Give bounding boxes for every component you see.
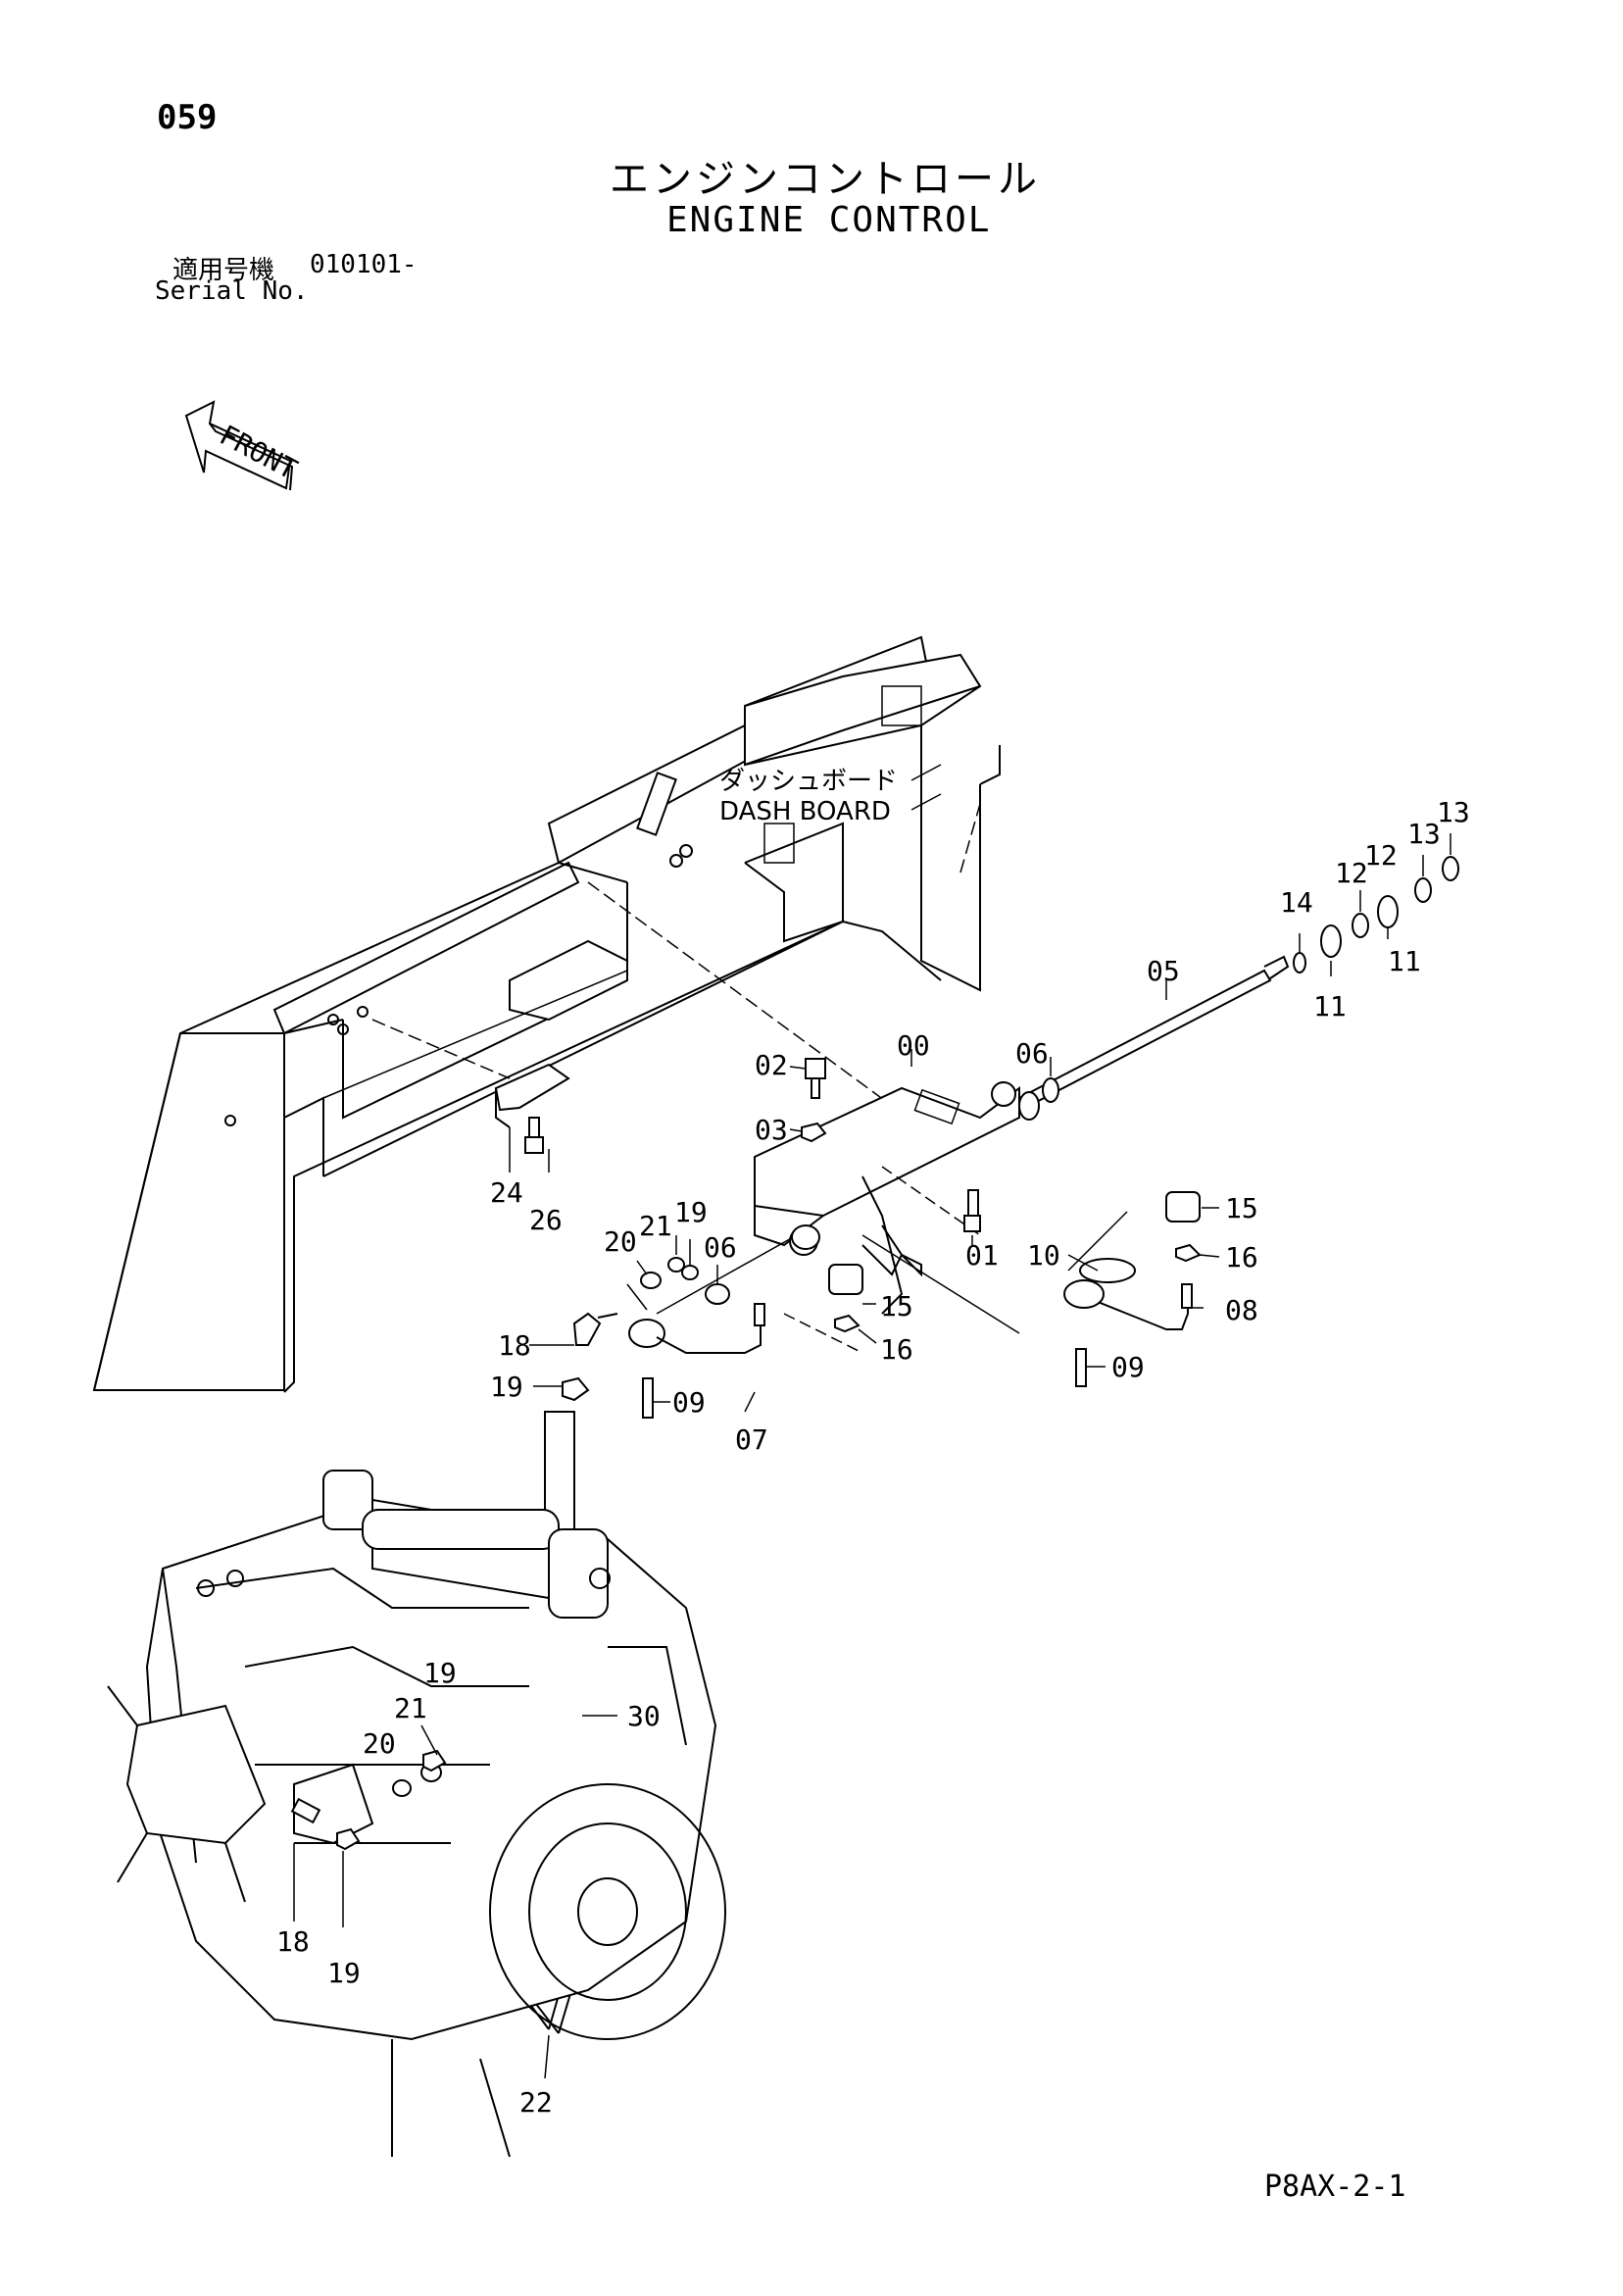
callout-18-top: 18	[498, 1329, 531, 1362]
callout-19-top: 19	[674, 1196, 708, 1228]
bracket-assembly	[754, 1081, 1020, 1315]
callout-21-top: 21	[639, 1210, 672, 1242]
callout-06-right: 06	[1015, 1037, 1049, 1070]
callout-09-left: 09	[672, 1386, 706, 1419]
callout-labels: 00 01 02 03 05 06 06 07 08 09 09 10 11 1…	[276, 796, 1470, 2119]
callout-26: 26	[529, 1204, 563, 1236]
title-japanese: エンジンコントロール	[610, 157, 1041, 202]
callout-12-b: 12	[1364, 839, 1398, 872]
title-english: ENGINE CONTROL	[666, 200, 992, 240]
callout-01: 01	[965, 1239, 999, 1272]
leader-lines	[293, 833, 1451, 2079]
callout-18-bottom: 18	[276, 1925, 310, 1958]
callout-15-left: 15	[880, 1290, 913, 1323]
callout-20-engine: 20	[363, 1727, 396, 1760]
dash-board-frame	[92, 635, 1001, 1393]
callout-09-right: 09	[1111, 1351, 1145, 1383]
small-parts-left	[640, 1224, 820, 1305]
callout-03: 03	[755, 1114, 788, 1146]
front-arrow-icon: FRONT	[184, 400, 303, 491]
page-number: 059	[157, 98, 218, 137]
callout-21-engine: 21	[394, 1692, 427, 1724]
callout-19-mid: 19	[490, 1371, 523, 1403]
part-15-16-right	[1165, 1191, 1202, 1263]
callout-14: 14	[1280, 886, 1313, 919]
callout-05: 05	[1147, 955, 1180, 987]
callout-13-b: 13	[1437, 796, 1470, 828]
rod	[1017, 955, 1290, 1121]
callout-24: 24	[490, 1176, 523, 1209]
callout-10: 10	[1027, 1239, 1060, 1272]
callout-00: 00	[897, 1029, 930, 1062]
page-code: P8AX-2-1	[1264, 2170, 1406, 2204]
serial-label-japanese: 適用号機	[172, 256, 275, 285]
callout-19-bottom: 19	[327, 1957, 361, 1989]
callout-12-a: 12	[1335, 857, 1368, 889]
callout-11-b: 11	[1388, 945, 1421, 977]
callout-11-a: 11	[1313, 990, 1347, 1023]
callout-20-top: 20	[604, 1225, 637, 1258]
clamp	[494, 1063, 570, 1154]
washer-nut-stack	[1293, 856, 1459, 973]
dash-board-label-en: DASH BOARD	[719, 797, 891, 826]
part-15-16-left	[828, 1264, 863, 1333]
callout-30: 30	[627, 1700, 661, 1732]
dash-board-label-jp: ダッシュボード	[719, 767, 898, 796]
callout-07: 07	[735, 1423, 768, 1456]
callout-02: 02	[755, 1049, 788, 1081]
callout-06-left: 06	[704, 1231, 737, 1264]
callout-08: 08	[1225, 1294, 1258, 1326]
serial-label-english: Serial No.	[155, 276, 309, 306]
callout-13-a: 13	[1407, 818, 1441, 850]
engine-block	[107, 1470, 726, 2158]
callout-19-engine: 19	[423, 1657, 457, 1689]
lever-left	[626, 1230, 1020, 1419]
callout-16-left: 16	[880, 1333, 913, 1366]
callout-16-right: 16	[1225, 1241, 1258, 1273]
callout-15-right: 15	[1225, 1192, 1258, 1224]
callout-22: 22	[519, 2086, 553, 2119]
serial-value: 010101-	[310, 250, 418, 279]
